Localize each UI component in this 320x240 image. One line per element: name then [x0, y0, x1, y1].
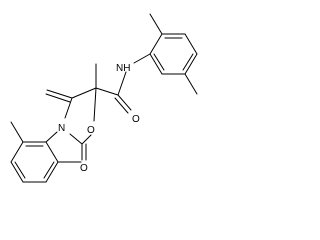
- methyl-bond: [184, 73, 198, 95]
- bond: [149, 53, 163, 75]
- ring-carbonyl-oxygen-label: O: [80, 163, 88, 174]
- bond: [10, 161, 24, 183]
- methyl-bond: [149, 13, 163, 35]
- bond-carbonyl-double: [114, 97, 129, 114]
- amide-group: [95, 53, 151, 114]
- methylene-double: [46, 89, 73, 99]
- bond-inner: [182, 53, 194, 71]
- lower-aryl-ring: [10, 121, 82, 183]
- bond: [10, 141, 24, 163]
- bond: [184, 33, 198, 55]
- ring-oxygen-label: O: [87, 125, 95, 136]
- bond-n3-c2: [69, 133, 83, 145]
- bond: [149, 33, 163, 55]
- bond-nh-carbonyl: [117, 71, 127, 96]
- upper-aryl-ring: [149, 13, 198, 95]
- bond-carbonyl-c5: [95, 87, 119, 96]
- bond: [184, 53, 198, 75]
- amide-carbonyl-oxygen-label: O: [132, 114, 140, 125]
- bond-o1-c5: [93, 87, 97, 122]
- bond: [45, 161, 59, 183]
- oxazolidinone-ring: [45, 87, 97, 161]
- molecule-diagram: NH N O O O: [10, 13, 198, 183]
- bond-inner: [14, 161, 26, 179]
- methylene-double: [45, 93, 71, 103]
- bond: [45, 141, 59, 163]
- bond-inner: [43, 161, 55, 179]
- bond-c2-o1: [81, 134, 92, 145]
- amide-nh-label: NH: [116, 63, 130, 74]
- bond-c5-c4: [71, 87, 97, 99]
- bond-n-aryl: [45, 131, 58, 143]
- ring-nitrogen-label: N: [58, 123, 65, 134]
- bond-carbonyl-double: [117, 94, 132, 111]
- bond-c4-n3: [64, 97, 73, 119]
- bond-inner: [153, 53, 165, 71]
- bond-nh-aryl: [133, 53, 151, 64]
- methyl-bond: [10, 121, 24, 143]
